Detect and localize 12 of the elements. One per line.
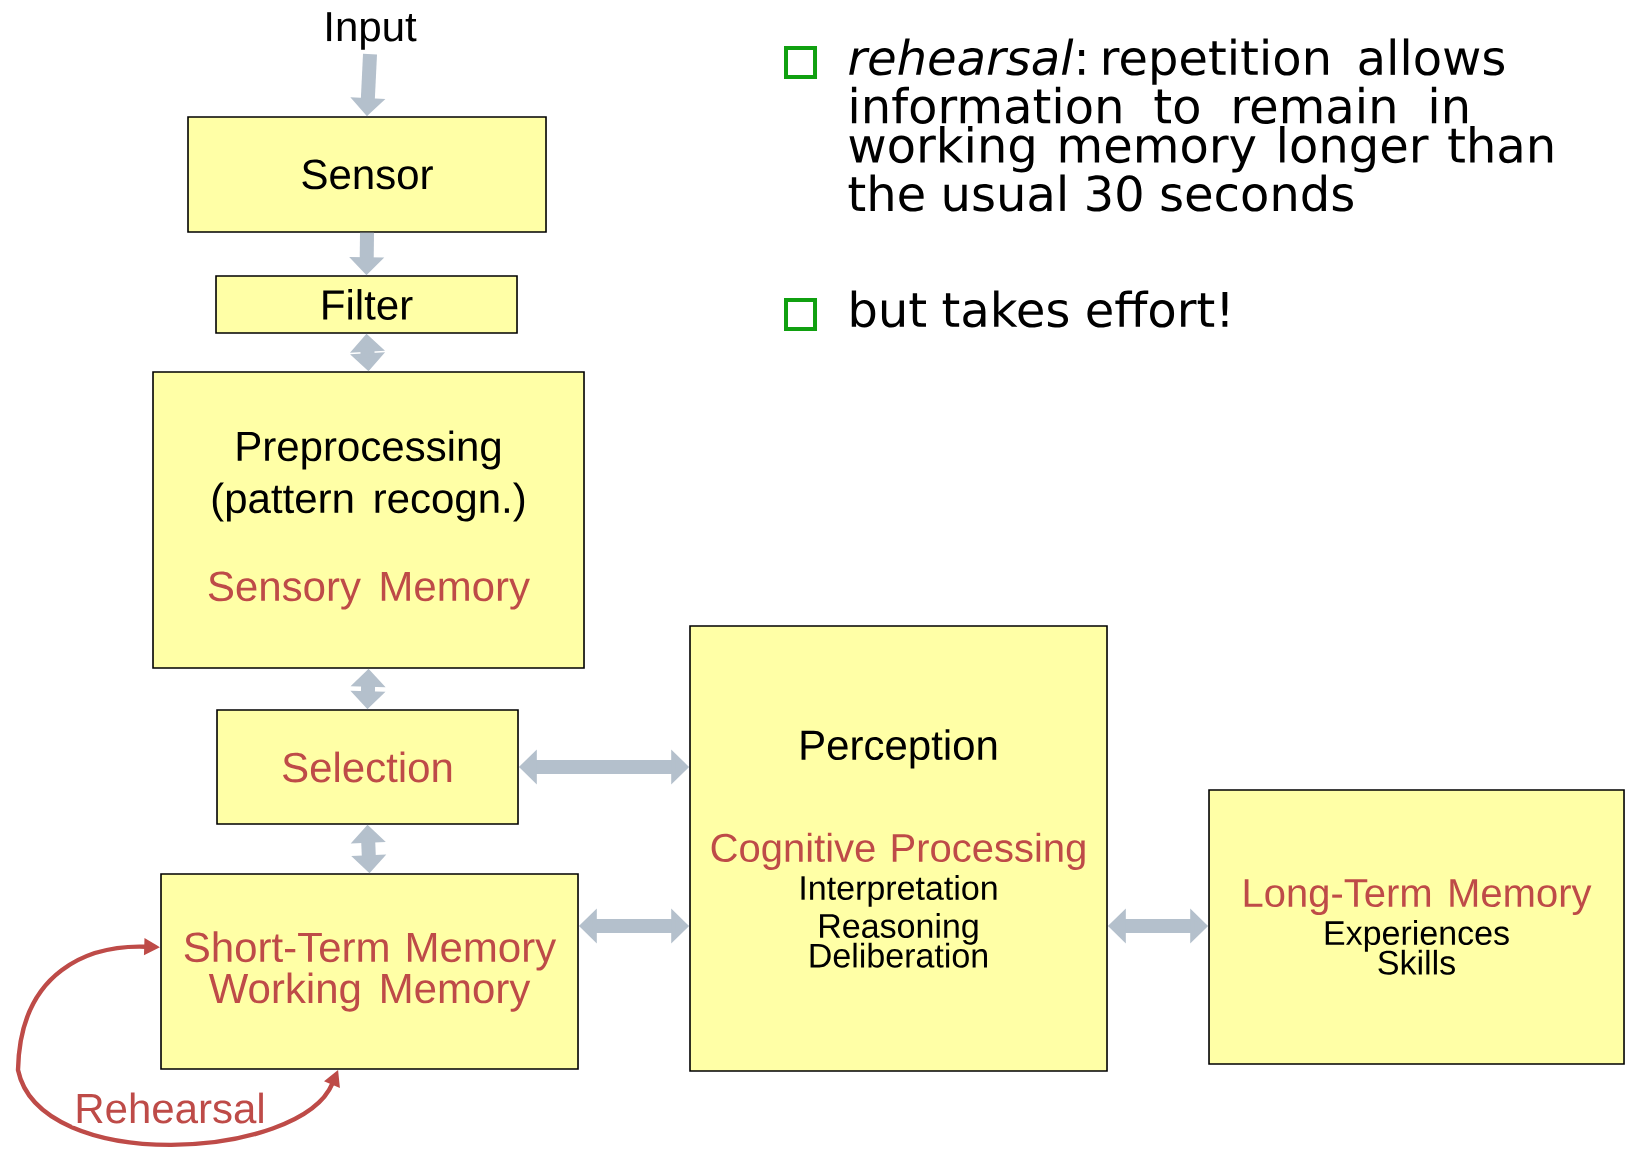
memory-box: Short-Term Memory Working Memory (160, 873, 579, 1070)
rehearsal-arrow (15, 938, 340, 1147)
memory-box: Perception Cognitive Processing Interpretation Reasoning Deliberation (689, 625, 1108, 1072)
memory-box: Preprocessing (pattern recogn.) Sensory Memory (152, 371, 585, 669)
bullet-text: but takes effort! (851, 290, 1228, 328)
memory-box: Sensor (187, 116, 547, 233)
bullet-text: rehearsal: repetition allows information to remain in working memory longer than the usual 30 seconds (848, 38, 1553, 212)
memory-box: Long-Term Memory Experiences Skills (1208, 789, 1625, 1065)
memory-box: Selection (216, 709, 519, 825)
memory-box: Filter (215, 275, 518, 334)
edge-label: Rehearsal (72, 1090, 268, 1126)
input-label: Input (327, 12, 417, 50)
